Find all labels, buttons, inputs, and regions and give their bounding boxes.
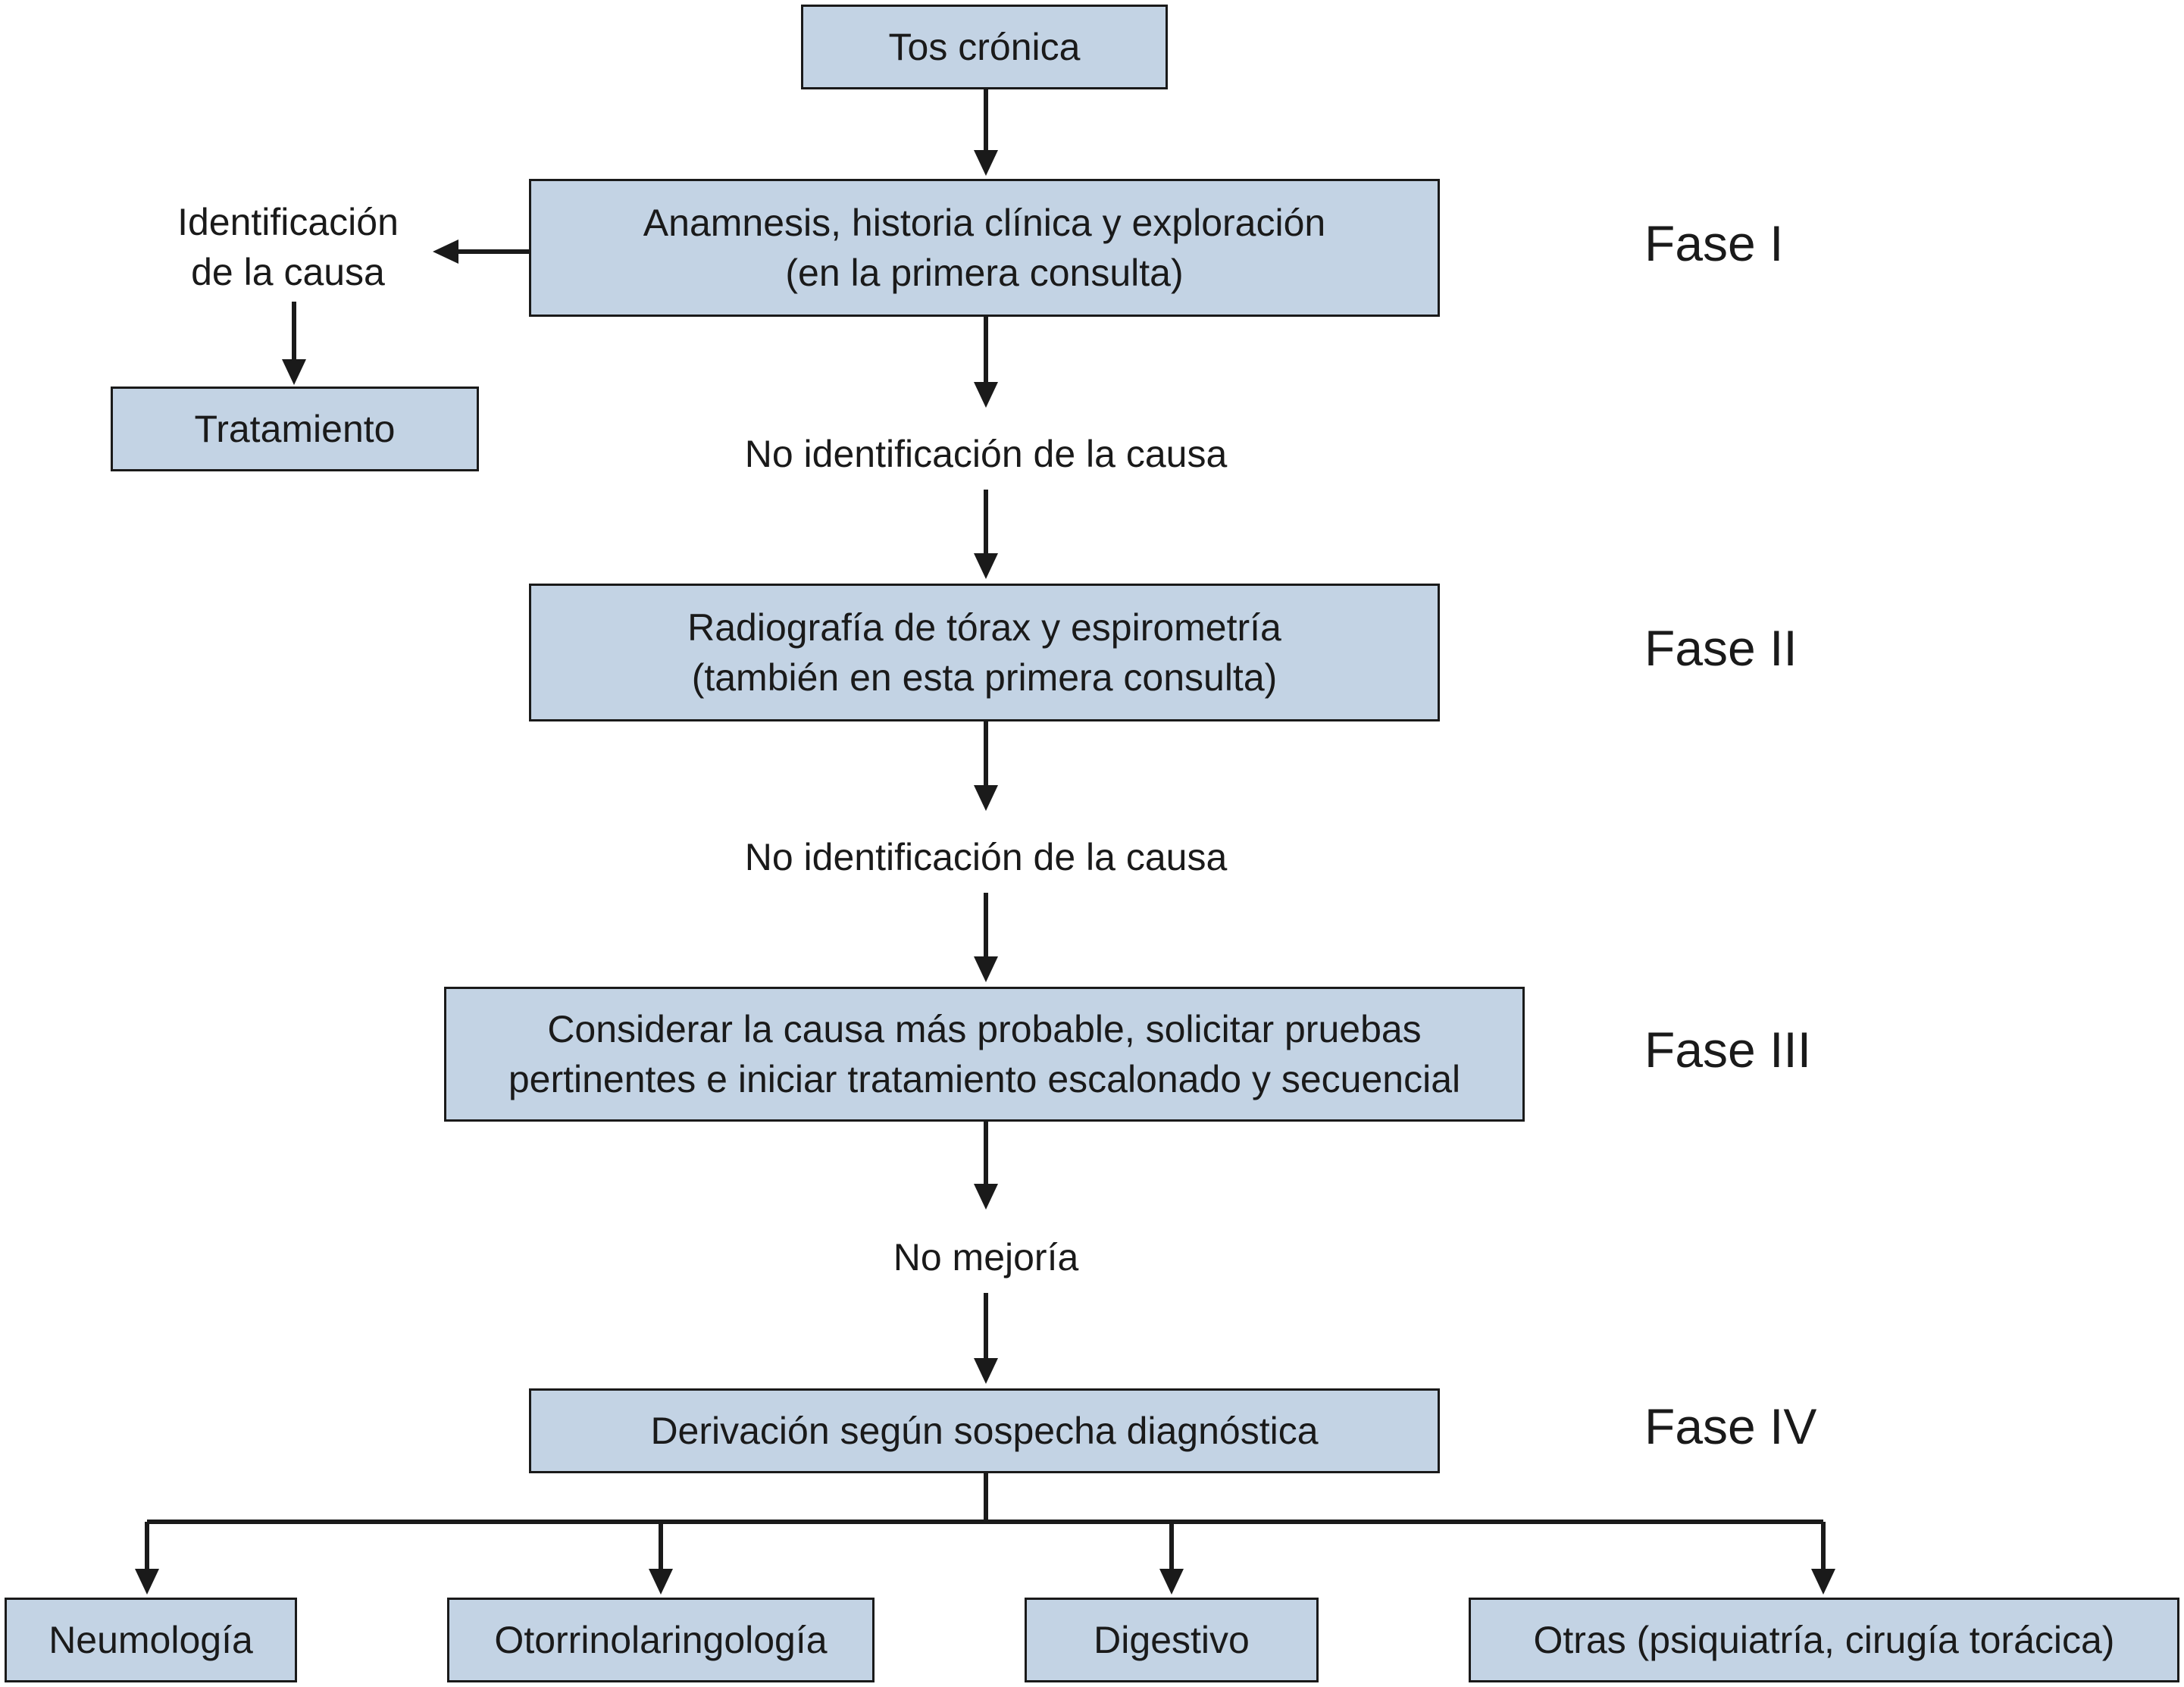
node-no-improvement: No mejoría xyxy=(893,1236,1079,1279)
node-identified-line1: Identificación xyxy=(177,201,399,243)
phase-label-4: Fase IV xyxy=(1644,1398,1817,1454)
node-phase4: Derivación según sospecha diagnóstica xyxy=(529,1388,1440,1473)
arrowhead xyxy=(974,956,998,982)
phase-label-2: Fase II xyxy=(1644,620,1798,676)
arrowhead xyxy=(1159,1569,1184,1595)
arrowhead xyxy=(974,785,998,811)
arrowhead xyxy=(135,1569,159,1595)
node-start: Tos crónica xyxy=(801,5,1168,89)
node-treatment-label: Tratamiento xyxy=(194,408,396,450)
arrowhead xyxy=(974,150,998,176)
node-phase3-line1: Considerar la causa más probable, solici… xyxy=(547,1008,1422,1050)
referral-otorrinolaringologia: Otorrinolaringología xyxy=(447,1598,875,1682)
node-start-label: Tos crónica xyxy=(888,26,1081,68)
node-not-identified-2: No identificación de la causa xyxy=(744,836,1228,878)
arrowhead xyxy=(649,1569,673,1595)
node-phase4-label: Derivación según sospecha diagnóstica xyxy=(650,1410,1319,1452)
node-identified: Identificación de la causa xyxy=(152,197,424,297)
arrowhead xyxy=(282,359,306,385)
node-phase2: Radiografía de tórax y espirometría (tam… xyxy=(529,584,1440,721)
node-phase1-line1: Anamnesis, historia clínica y exploració… xyxy=(643,202,1326,244)
phase-label-3: Fase III xyxy=(1644,1022,1812,1078)
arrowhead xyxy=(974,1358,998,1384)
node-not-identified-1: No identificación de la causa xyxy=(744,433,1228,475)
referral-otras: Otras (psiquiatría, cirugía torácica) xyxy=(1469,1598,2179,1682)
node-phase2-line2: (también en esta primera consulta) xyxy=(691,656,1278,699)
node-identified-line2: de la causa xyxy=(191,251,385,293)
arrowhead xyxy=(433,239,458,264)
referral-neumologia: Neumología xyxy=(5,1598,297,1682)
arrowhead xyxy=(974,1184,998,1210)
node-treatment: Tratamiento xyxy=(111,387,479,471)
node-phase1-line2: (en la primera consulta) xyxy=(785,252,1184,294)
node-phase3-line2: pertinentes e iniciar tratamiento escalo… xyxy=(508,1058,1461,1100)
arrowhead xyxy=(1811,1569,1835,1595)
node-phase3: Considerar la causa más probable, solici… xyxy=(444,987,1525,1122)
arrowhead xyxy=(974,382,998,408)
referral-digestivo: Digestivo xyxy=(1025,1598,1319,1682)
arrowhead xyxy=(974,553,998,579)
phase-label-1: Fase I xyxy=(1644,215,1784,271)
node-phase1: Anamnesis, historia clínica y exploració… xyxy=(529,179,1440,317)
node-phase2-line1: Radiografía de tórax y espirometría xyxy=(687,606,1281,649)
